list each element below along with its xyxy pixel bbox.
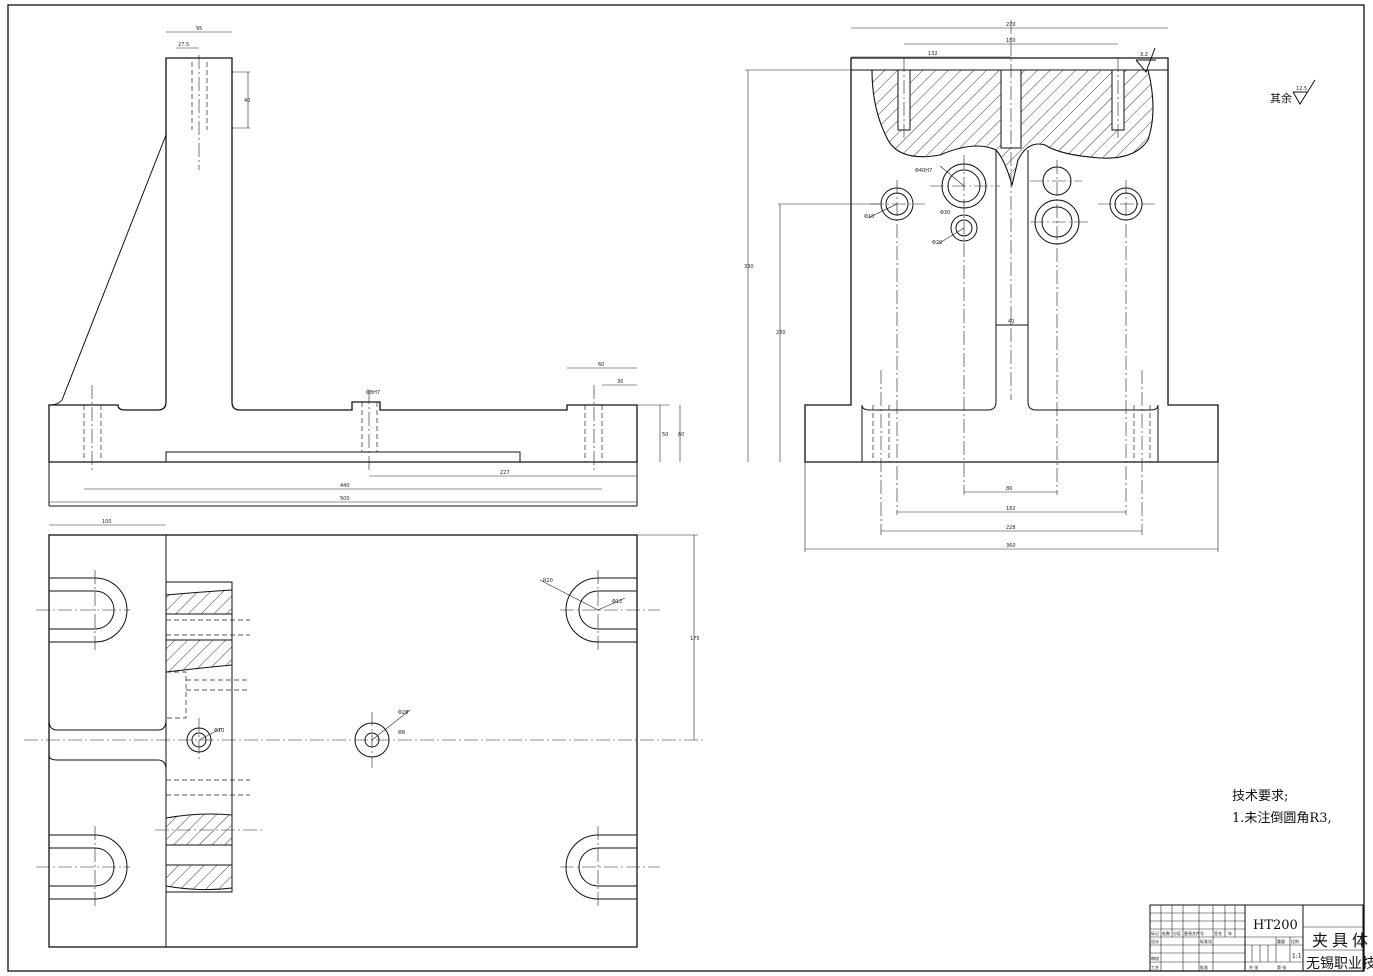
- tb-cell-zone: 分区: [1173, 930, 1181, 936]
- dim-side-hole2: Φ10: [864, 214, 874, 220]
- dim-front-step-depth: 30: [617, 379, 623, 385]
- front-view: 95 27.5 40 60 30 Φ8H7 50 60 227 440 500: [48, 26, 684, 507]
- dim-front-len-total: 500: [340, 496, 350, 502]
- dim-side-hole3: Φ20: [932, 240, 942, 246]
- tb-cell-year: 年: [1228, 930, 1232, 936]
- dim-front-hole-spacing: 27.5: [178, 42, 189, 48]
- dim-plan-left-width: 100: [102, 519, 112, 525]
- tb-cell-approve: 批准: [1200, 964, 1208, 970]
- tech-req-heading: 技术要求;: [1232, 789, 1289, 804]
- surface-finish-rest-label: 其余: [1270, 91, 1292, 105]
- surface-finish-rest: 12.5 其余: [1270, 79, 1316, 105]
- dim-side-top: 270: [1006, 22, 1016, 28]
- plan-view: 100 175 R20 Φ12 Φ10 Φ28 Φ8: [24, 519, 706, 948]
- tb-material: HT200: [1253, 918, 1298, 933]
- dim-front-step-width: 60: [598, 362, 604, 368]
- dim-side-inner: 180: [1006, 38, 1016, 44]
- dim-plan-hole-c: Φ8: [398, 730, 405, 736]
- dim-side-left: 132: [928, 51, 938, 57]
- tb-part-name: 夹具体: [1312, 931, 1372, 950]
- tb-cell-sign: 签名: [1214, 930, 1222, 936]
- tb-cell-design: 设计: [1151, 938, 1159, 944]
- tb-cell-process: 工艺: [1151, 965, 1159, 970]
- tech-req-item-1: 1.未注倒圆角R3,: [1232, 811, 1332, 826]
- tb-cell-ratio: 比例: [1291, 938, 1299, 944]
- dim-front-base-h2: 60: [678, 432, 684, 438]
- dim-plan-hole-a: Φ10: [214, 728, 224, 734]
- dim-side-web: 40: [1008, 319, 1014, 325]
- sheet-frame: [7, 4, 1365, 972]
- dim-side-base3: 360: [1006, 543, 1016, 549]
- title-block: 标记 处数 分区 更改文件号 签名 年 设计 标准化 审核 工艺 批准 重量 比…: [1149, 904, 1373, 972]
- tb-cell-change-doc: 更改文件号: [1184, 930, 1204, 936]
- dim-front-base-h1: 50: [662, 432, 668, 438]
- dim-side-hole1: Φ40H7: [915, 168, 932, 174]
- tb-organization: 无锡职业技: [1306, 956, 1373, 972]
- tb-cell-count: 处数: [1162, 930, 1170, 936]
- dim-side-base1: 182: [1006, 506, 1016, 512]
- technical-requirements: 技术要求; 1.未注倒圆角R3,: [1232, 785, 1332, 826]
- dim-side-hole4: Φ30: [940, 210, 950, 216]
- tb-cell-weight: 重量: [1277, 938, 1285, 944]
- surface-finish-rest-value: 12.5: [1296, 86, 1307, 92]
- tb-cell-review: 审核: [1151, 955, 1159, 961]
- tb-cell-scale: 1:1: [1292, 953, 1302, 960]
- dim-plan-half-height: 175: [690, 636, 700, 642]
- dim-side-gap: 80: [1006, 486, 1012, 492]
- dim-side-hole-h: 230: [776, 330, 786, 336]
- dim-side-base2: 228: [1006, 525, 1016, 531]
- tb-cell-sheets: 共 张: [1249, 964, 1258, 970]
- tb-cell-sheet-no: 第 张: [1277, 964, 1286, 970]
- side-view: 270 180 132 330 230 40 80 182 228 360 Φ4…: [744, 20, 1219, 552]
- tb-cell-standard: 标准化: [1200, 938, 1212, 944]
- dim-front-small-hole: Φ8H7: [366, 390, 380, 396]
- tb-cell-mark: 标记: [1151, 930, 1159, 936]
- dim-plan-r-slot2: Φ12: [612, 599, 622, 605]
- dim-front-top-width: 95: [196, 26, 202, 32]
- surface-finish-local: 3.2: [1140, 52, 1148, 58]
- dim-front-hole-depth: 40: [244, 98, 250, 104]
- dim-side-height: 330: [744, 264, 754, 270]
- dim-plan-r-slot: R20: [543, 578, 553, 584]
- dim-front-len-mid: 227: [500, 470, 510, 476]
- dim-front-len-holes: 440: [340, 483, 350, 489]
- dim-plan-hole-b: Φ28: [398, 710, 408, 716]
